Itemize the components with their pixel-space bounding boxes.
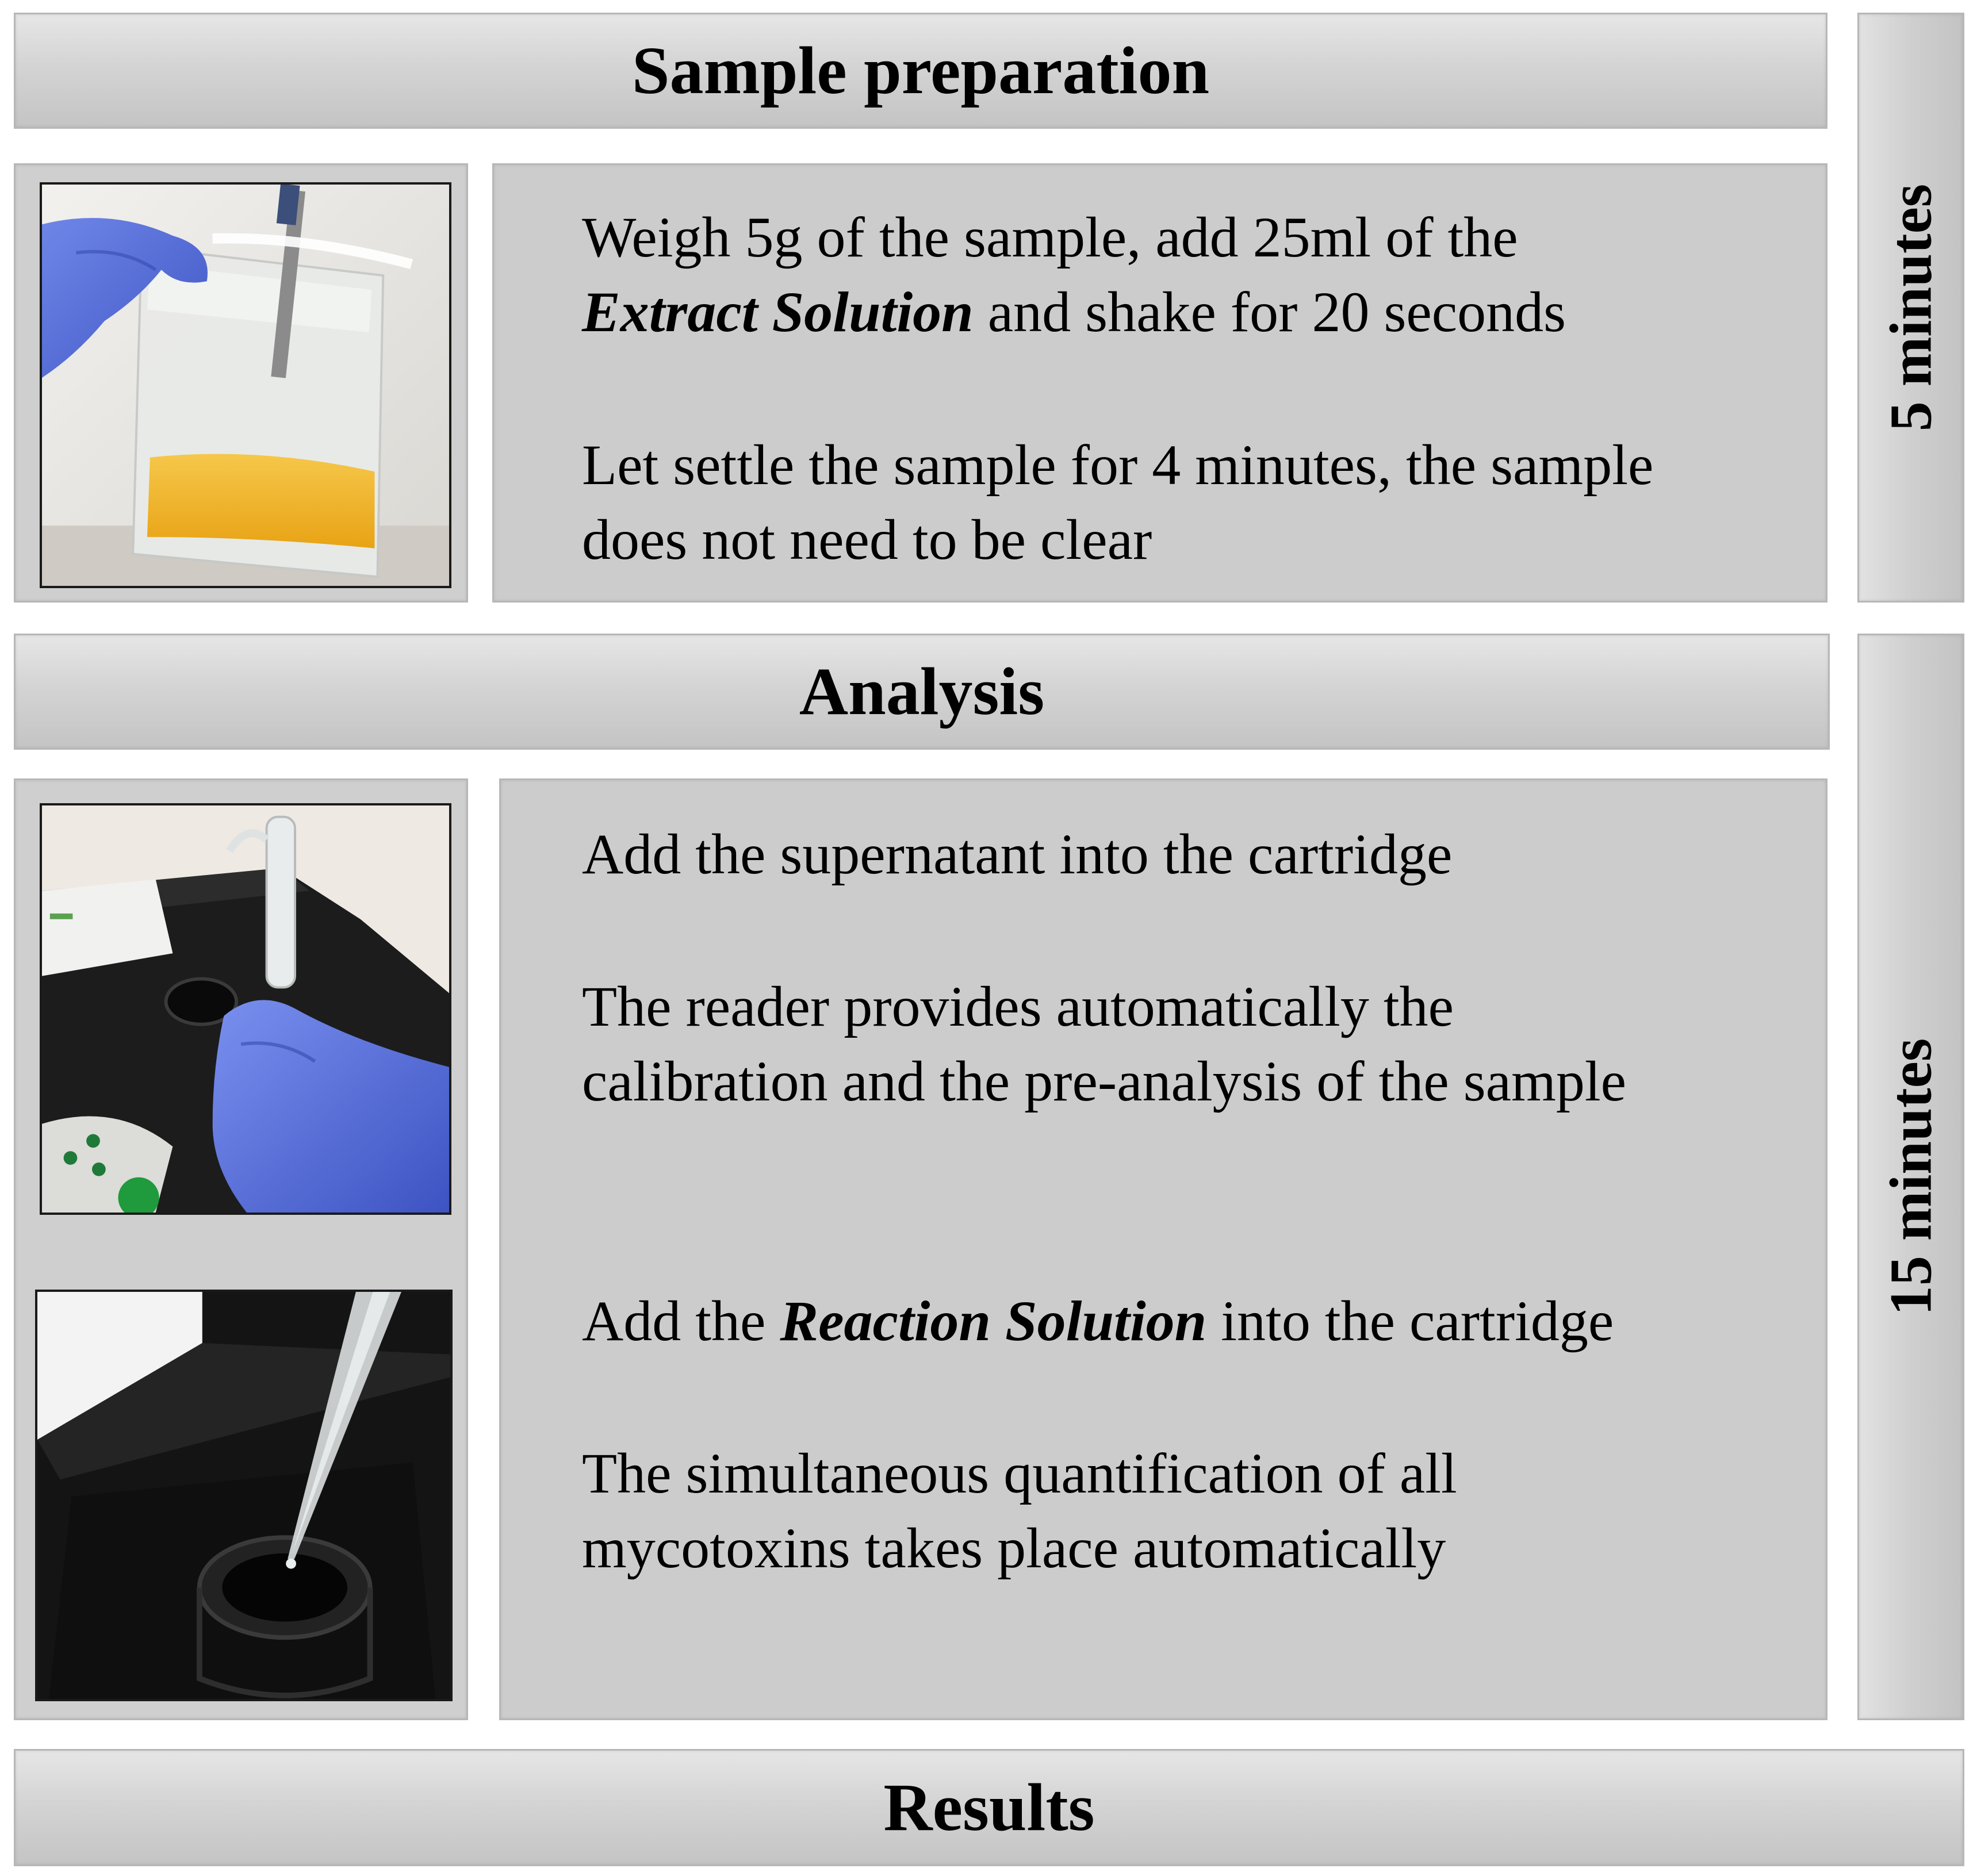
reaction-solution-photo: [35, 1290, 453, 1701]
sample-preparation-duration-bar: 5 minutes: [1857, 13, 1964, 603]
reaction-solution-term: Reaction Solution: [780, 1289, 1207, 1353]
analysis-step-4-line-2: mycotoxins takes place automatically: [582, 1516, 1446, 1580]
analysis-step-3-line-1: Add the Reaction Solution into the cartr…: [582, 1284, 1614, 1359]
analysis-duration-bar: 15 minutes: [1857, 634, 1964, 1720]
results-title: Results: [883, 1770, 1095, 1845]
analysis-steps-panel: [499, 778, 1827, 1720]
step-1-line-2: Extract Solution and shake for 20 second…: [582, 275, 1566, 350]
sample-preparation-steps-panel: [492, 163, 1827, 603]
supernatant-pipetting-photo: [40, 803, 451, 1215]
sample-preparation-photo-panel: [14, 163, 468, 603]
sample-preparation-title: Sample preparation: [631, 33, 1210, 108]
analysis-photo-panel: [14, 778, 468, 1720]
bag-with-sample-icon: [42, 185, 449, 586]
results-bar: Results: [14, 1749, 1964, 1866]
analysis-step-2-line-2: calibration and the pre-analysis of the …: [582, 1049, 1627, 1113]
analysis-step-4-line-1: The simultaneous quantification of all: [582, 1441, 1457, 1505]
analysis-step-3: Add the Reaction Solution into the cartr…: [582, 1284, 1614, 1359]
step-2-line-2: does not need to be clear: [582, 508, 1152, 571]
sample-bag-photo: [40, 182, 451, 588]
analysis-title: Analysis: [799, 654, 1045, 729]
analysis-step-1-line-1: Add the supernatant into the cartridge: [582, 822, 1453, 886]
extract-solution-term: Extract Solution: [582, 280, 974, 344]
analysis-duration: 15 minutes: [1878, 1038, 1944, 1316]
tube-into-reader-icon: [42, 805, 449, 1213]
analysis-header: Analysis: [14, 634, 1830, 750]
step-2-line-1: Let settle the sample for 4 minutes, the…: [582, 433, 1654, 497]
step-1-line-2-rest: and shake for 20 seconds: [973, 280, 1566, 344]
step-1-line-1: Weigh 5g of the sample, add 25ml of the: [582, 205, 1518, 269]
analysis-step-3-suffix: into the cartridge: [1206, 1289, 1614, 1353]
sample-preparation-step-1: Weigh 5g of the sample, add 25ml of the …: [582, 200, 1566, 350]
analysis-step-4: The simultaneous quantification of all m…: [582, 1436, 1457, 1586]
sample-preparation-duration: 5 minutes: [1878, 183, 1944, 432]
analysis-step-1: Add the supernatant into the cartridge: [582, 817, 1452, 892]
sample-preparation-header: Sample preparation: [14, 13, 1827, 129]
analysis-step-2: The reader provides automatically the ca…: [582, 969, 1626, 1119]
analysis-step-2-line-1: The reader provides automatically the: [582, 975, 1454, 1038]
analysis-step-3-prefix: Add the: [582, 1289, 780, 1353]
sample-preparation-step-2: Let settle the sample for 4 minutes, the…: [582, 428, 1653, 577]
pipette-into-cartridge-icon: [37, 1292, 450, 1699]
